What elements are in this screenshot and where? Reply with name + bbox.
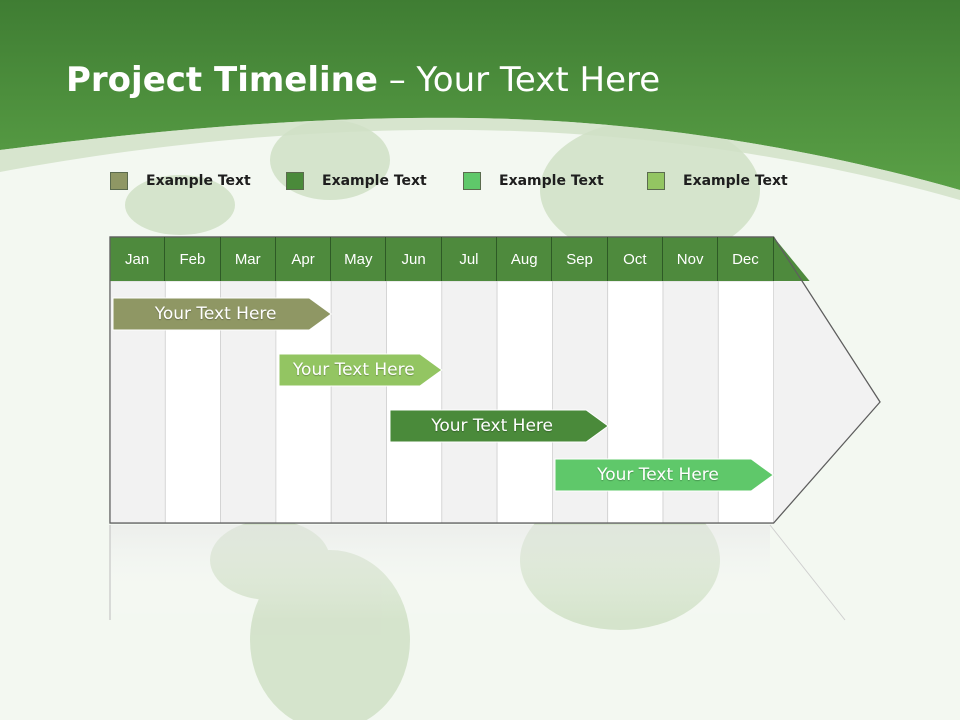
month-column xyxy=(441,280,498,524)
month-label-jul: Jul xyxy=(442,237,498,281)
timeline-arrow-head xyxy=(773,237,880,523)
task-arrow-shape xyxy=(112,297,333,331)
month-label-apr: Apr xyxy=(276,237,332,281)
timeline-outline xyxy=(109,236,881,524)
legend-swatch xyxy=(463,172,481,190)
task-label: Your Text Here xyxy=(154,304,277,324)
task-label: Your Text Here xyxy=(597,465,719,485)
task-arrow-shape xyxy=(554,458,775,492)
month-label-may: May xyxy=(331,237,387,281)
legend-label: Example Text xyxy=(683,173,788,189)
month-header-bar xyxy=(110,237,810,281)
month-label-jan: Jan xyxy=(110,237,166,281)
month-label-jun: Jun xyxy=(387,237,442,281)
legend-label: Example Text xyxy=(146,173,251,189)
month-label-nov: Nov xyxy=(663,237,719,281)
legend-label: Example Text xyxy=(499,173,604,189)
month-label-mar: Mar xyxy=(221,237,276,281)
month-label-dec: Dec xyxy=(718,237,774,281)
task-arrow-1 xyxy=(112,297,333,331)
legend-item-1: Example Text xyxy=(110,170,251,192)
task-arrow-4 xyxy=(554,458,775,492)
month-label-feb: Feb xyxy=(165,237,221,281)
task-label: Your Text Here xyxy=(431,416,553,436)
month-column xyxy=(496,280,553,524)
legend-item-3: Example Text xyxy=(463,170,604,192)
task-arrow-shape xyxy=(389,409,609,443)
legend-swatch xyxy=(286,172,304,190)
page-title: Project Timeline – Your Text Here xyxy=(66,60,660,100)
legend-item-2: Example Text xyxy=(286,170,427,192)
task-arrow-3 xyxy=(389,409,609,443)
month-label-oct: Oct xyxy=(608,237,663,281)
month-column xyxy=(330,280,387,524)
task-label: Your Text Here xyxy=(292,360,415,380)
title-rest: – Your Text Here xyxy=(377,60,661,100)
task-arrow-2 xyxy=(278,353,443,387)
legend-item-4: Example Text xyxy=(647,170,788,192)
task-arrow-shape xyxy=(278,353,443,387)
legend-label: Example Text xyxy=(322,173,427,189)
month-label-aug: Aug xyxy=(497,237,553,281)
title-bold: Project Timeline xyxy=(66,60,378,100)
month-column xyxy=(386,280,443,524)
legend-swatch xyxy=(110,172,128,190)
legend-swatch xyxy=(647,172,665,190)
month-label-sep: Sep xyxy=(552,237,608,281)
